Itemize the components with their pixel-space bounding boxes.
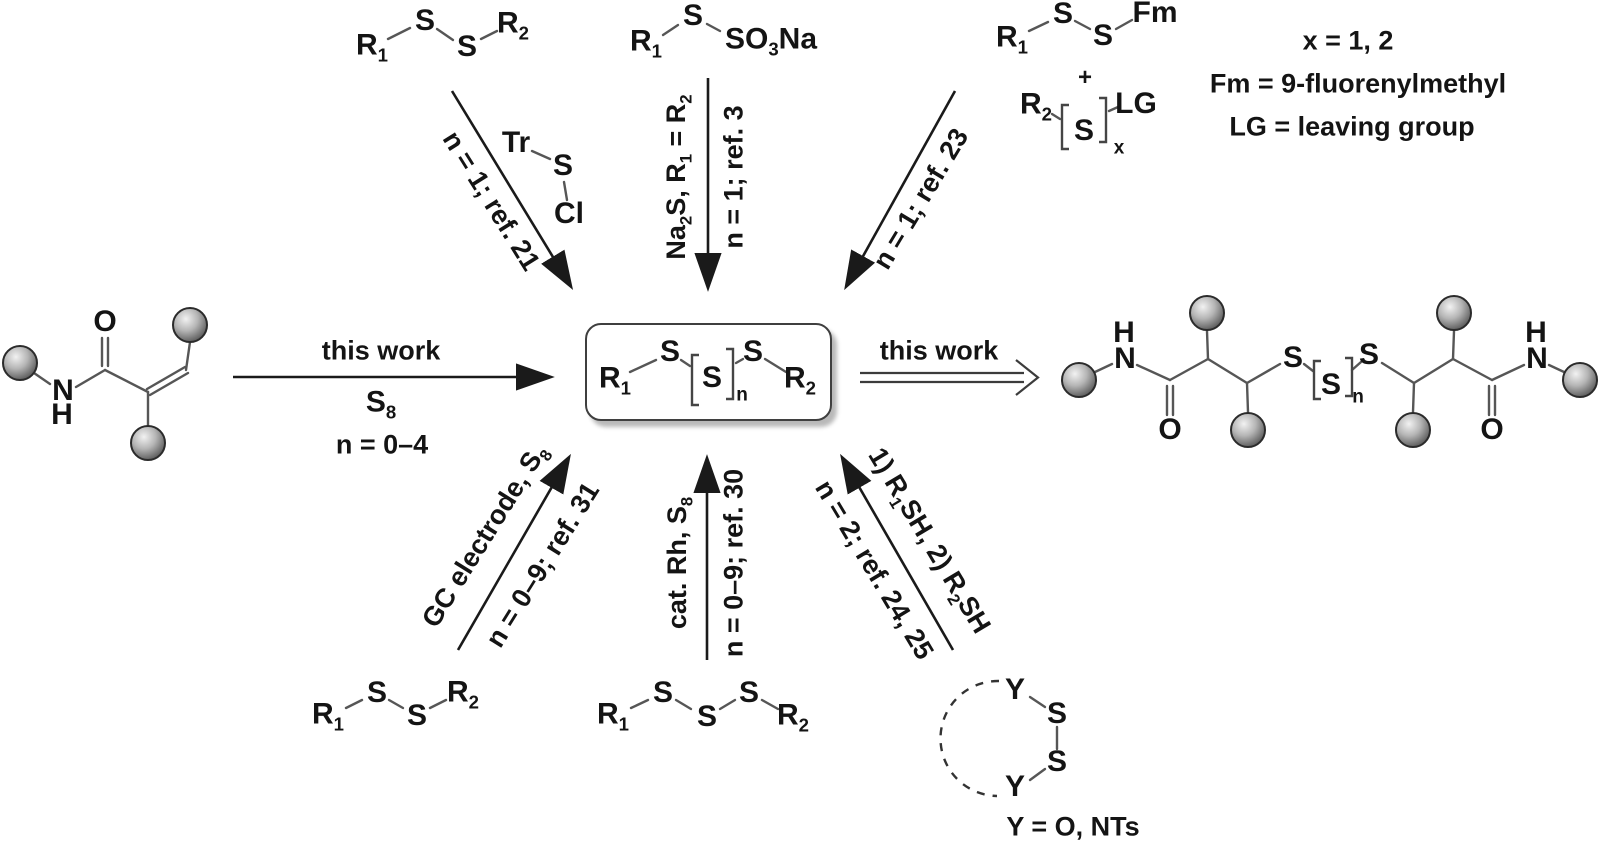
polymer-beads	[2, 295, 1598, 461]
repeat-brackets	[690, 96, 1354, 407]
condition-label: n = 0–4	[335, 429, 429, 460]
group-lg: LG	[1115, 87, 1157, 120]
atom-r2: R2	[446, 675, 480, 713]
atom-cl: Cl	[554, 197, 584, 230]
legend-y: Y = O, NTs	[1006, 811, 1140, 842]
core-product-box	[585, 323, 832, 421]
reagent-label: Na2S, R1 = R2	[660, 94, 696, 260]
atom-s: S	[701, 361, 723, 394]
legend-x: x = 1, 2	[1302, 25, 1394, 56]
polymer-bead	[1189, 295, 1225, 331]
atom-r1: R1	[995, 20, 1029, 58]
atom-s: S	[456, 30, 478, 63]
atom-r1: R1	[629, 24, 663, 62]
bond-lines	[32, 18, 1566, 782]
atom-s: S	[659, 335, 681, 368]
legend-lg: LG = leaving group	[1229, 111, 1475, 142]
reaction-arrows	[233, 78, 957, 660]
atom-s: S	[1073, 114, 1095, 147]
this-work-label: this work	[879, 335, 999, 366]
subscript-n: n	[736, 384, 748, 406]
atom-y: Y	[1004, 673, 1026, 706]
group-so3na: SO3Na	[724, 22, 818, 60]
atom-o: O	[93, 305, 117, 338]
atom-r2: R2	[1019, 87, 1053, 125]
atom-r1: R1	[355, 28, 389, 66]
atom-s: S	[406, 699, 428, 732]
subscript-n: n	[1352, 386, 1364, 408]
condition-label: n = 0–9; ref. 30	[718, 468, 749, 658]
atom-s: S	[1046, 745, 1068, 778]
reagent-label: cat. Rh, S8	[661, 496, 697, 630]
atom-r1: R1	[598, 361, 632, 399]
polymer-bead	[1230, 412, 1266, 448]
atom-r2: R2	[776, 698, 810, 736]
condition-label: n = 1; ref. 3	[718, 105, 749, 249]
atom-r2: R2	[783, 361, 817, 399]
atom-tr: Tr	[501, 126, 531, 159]
atom-s: S	[742, 335, 764, 368]
atom-s: S	[1282, 341, 1304, 374]
atom-s: S	[682, 0, 704, 32]
group-fm: Fm	[1132, 0, 1178, 29]
atom-s: S	[414, 4, 436, 37]
atom-s: S	[738, 676, 760, 709]
atom-s: S	[652, 676, 674, 709]
atom-s: S	[1046, 697, 1068, 730]
polymer-bead	[1436, 295, 1472, 331]
reagent-s8: S8	[365, 385, 397, 423]
atom-s: S	[1092, 19, 1114, 52]
atom-n: N	[52, 374, 74, 407]
atom-r1: R1	[596, 697, 630, 735]
polymer-bead	[1395, 412, 1431, 448]
legend-fm: Fm = 9-fluorenylmethyl	[1209, 68, 1507, 99]
atom-s: S	[1320, 368, 1342, 401]
atom-s: S	[1358, 338, 1380, 371]
atom-s: S	[696, 700, 718, 733]
atom-y: Y	[1004, 770, 1026, 803]
atom-s: S	[552, 149, 574, 182]
atom-o: O	[1158, 413, 1182, 446]
polymer-bead	[1562, 362, 1598, 398]
atom-r1: R1	[311, 697, 345, 735]
atom-n: N	[1114, 342, 1136, 375]
cyclic-ring-dashed-arc	[939, 679, 1000, 798]
atom-s: S	[366, 676, 388, 709]
this-work-label: this work	[321, 335, 441, 366]
atom-r2: R2	[496, 6, 530, 44]
polymer-bead	[172, 307, 208, 343]
atom-o: O	[1480, 413, 1504, 446]
polymer-bead	[130, 425, 166, 461]
atom-n: N	[1526, 342, 1548, 375]
plus-sign: +	[1077, 64, 1093, 91]
double-line-arrow	[860, 359, 1040, 396]
subscript-x: x	[1113, 137, 1125, 159]
polymer-bead	[2, 345, 38, 381]
atom-h: H	[1525, 316, 1547, 349]
atom-h: H	[51, 398, 73, 431]
atom-h: H	[1113, 316, 1135, 349]
polymer-bead	[1061, 362, 1097, 398]
atom-s: S	[1052, 0, 1074, 30]
